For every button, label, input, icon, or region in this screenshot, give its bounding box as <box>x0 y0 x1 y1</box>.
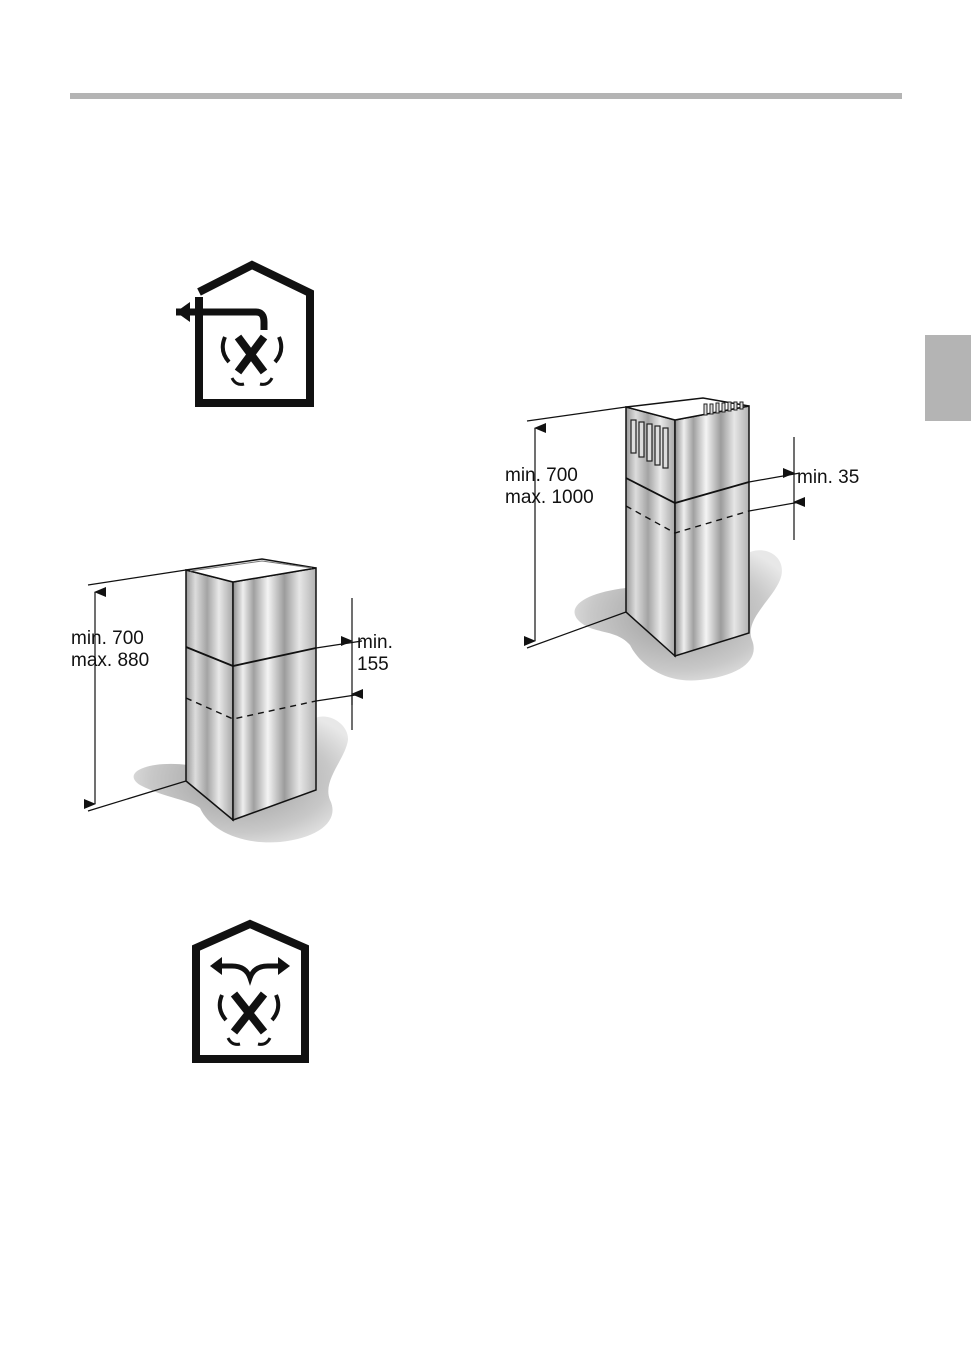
left-overlap-label-line1: min. <box>357 632 393 653</box>
side-tab <box>925 335 971 421</box>
header-rule <box>70 93 902 99</box>
left-height-min-label: min. 700 <box>71 628 144 649</box>
right-overlap-label: min. 35 <box>797 467 859 488</box>
left-overlap-label-line2: 155 <box>357 654 389 675</box>
right-height-min-label: min. 700 <box>505 465 578 486</box>
right-height-max-label: max. 1000 <box>505 487 594 508</box>
recirculation-mode-icon <box>196 924 305 1059</box>
left-height-max-label: max. 880 <box>71 650 149 671</box>
chimney-exhaust <box>88 559 362 842</box>
exhaust-mode-icon <box>176 265 310 403</box>
chimney-recirculation <box>527 398 800 681</box>
